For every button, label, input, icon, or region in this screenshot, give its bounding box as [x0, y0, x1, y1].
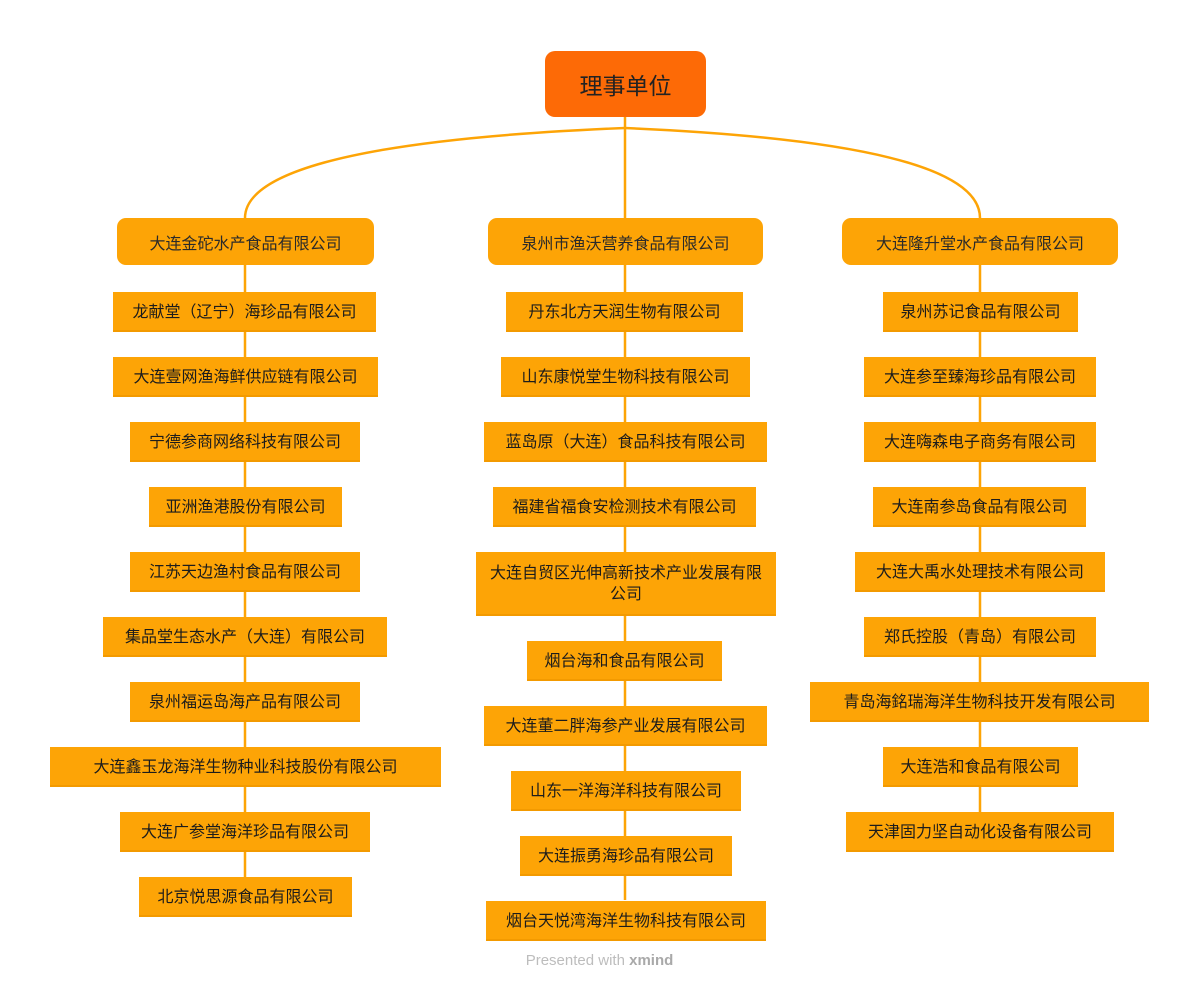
leaf-node[interactable]: 大连广参堂海洋珍品有限公司: [120, 812, 370, 852]
leaf-node[interactable]: 大连董二胖海参产业发展有限公司: [484, 706, 767, 746]
branch-node-right[interactable]: 大连隆升堂水产食品有限公司: [842, 218, 1118, 265]
leaf-node[interactable]: 大连振勇海珍品有限公司: [520, 836, 732, 876]
root-to-right-curve: [624, 126, 982, 219]
leaf-node[interactable]: 大连鑫玉龙海洋生物种业科技股份有限公司: [50, 747, 441, 787]
leaf-node[interactable]: 亚洲渔港股份有限公司: [149, 487, 342, 527]
footer-credit: Presented with xmind: [0, 952, 1199, 969]
leaf-node[interactable]: 泉州福运岛海产品有限公司: [130, 682, 360, 722]
leaf-node[interactable]: 丹东北方天润生物有限公司: [506, 292, 743, 332]
leaf-node[interactable]: 大连浩和食品有限公司: [883, 747, 1078, 787]
leaf-node[interactable]: 蓝岛原（大连）食品科技有限公司: [484, 422, 767, 462]
leaf-node[interactable]: 大连壹网渔海鲜供应链有限公司: [113, 357, 378, 397]
leaf-node[interactable]: 青岛海銘瑞海洋生物科技开发有限公司: [810, 682, 1149, 722]
branch-node-center[interactable]: 泉州市渔沃营养食品有限公司: [488, 218, 763, 265]
xmind-brand: xmind: [629, 952, 674, 969]
leaf-node[interactable]: 泉州苏记食品有限公司: [883, 292, 1078, 332]
leaf-node[interactable]: 大连参至臻海珍品有限公司: [864, 357, 1096, 397]
leaf-node[interactable]: 龙献堂（辽宁）海珍品有限公司: [113, 292, 376, 332]
leaf-node[interactable]: 大连大禹水处理技术有限公司: [855, 552, 1105, 592]
branch-node-left[interactable]: 大连金砣水产食品有限公司: [117, 218, 374, 265]
leaf-node[interactable]: 大连嗨森电子商务有限公司: [864, 422, 1096, 462]
leaf-node[interactable]: 山东一洋海洋科技有限公司: [511, 771, 741, 811]
leaf-node[interactable]: 大连南参岛食品有限公司: [873, 487, 1086, 527]
leaf-node[interactable]: 北京悦思源食品有限公司: [139, 877, 352, 917]
leaf-node[interactable]: 山东康悦堂生物科技有限公司: [501, 357, 750, 397]
leaf-node[interactable]: 宁德参商网络科技有限公司: [130, 422, 360, 462]
leaf-node[interactable]: 江苏天边渔村食品有限公司: [130, 552, 360, 592]
leaf-node[interactable]: 大连自贸区光伸高新技术产业发展有限公司: [476, 552, 776, 616]
leaf-node[interactable]: 天津固力坚自动化设备有限公司: [846, 812, 1114, 852]
root-to-left-curve: [243, 126, 626, 219]
leaf-node[interactable]: 烟台天悦湾海洋生物科技有限公司: [486, 901, 766, 941]
leaf-node[interactable]: 郑氏控股（青岛）有限公司: [864, 617, 1096, 657]
root-node[interactable]: 理事单位: [545, 51, 706, 117]
leaf-node[interactable]: 烟台海和食品有限公司: [527, 641, 722, 681]
leaf-node[interactable]: 集品堂生态水产（大连）有限公司: [103, 617, 387, 657]
footer-prefix: Presented with: [525, 952, 625, 969]
leaf-node[interactable]: 福建省福食安检测技术有限公司: [493, 487, 756, 527]
